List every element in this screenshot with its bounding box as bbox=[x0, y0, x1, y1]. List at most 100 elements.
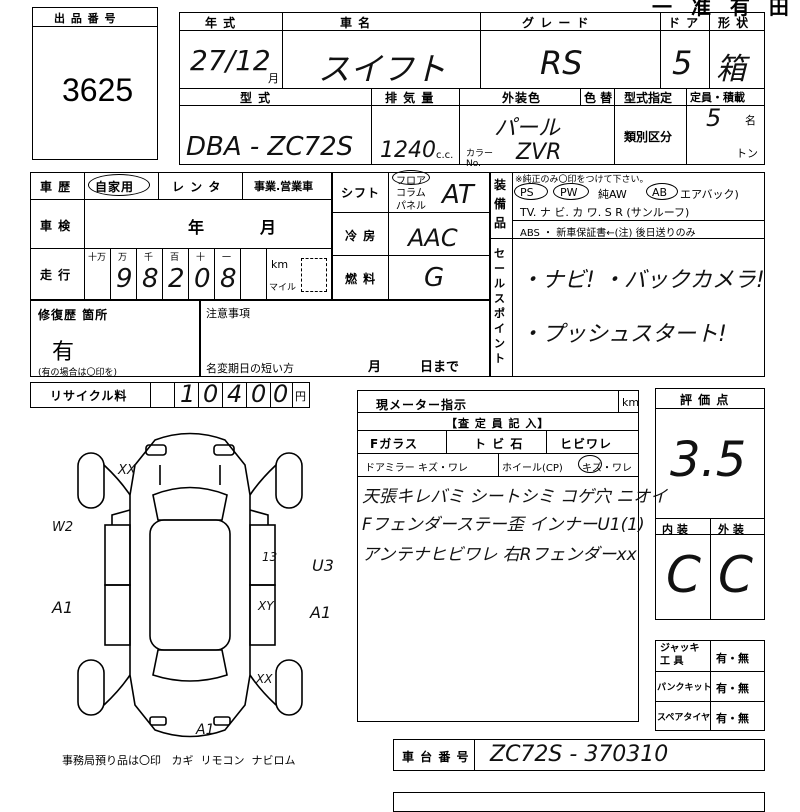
mileage-unit-1: 一 bbox=[222, 253, 232, 263]
inspector-crack: ヒビワレ bbox=[560, 437, 613, 451]
recycle-label: リサイクル料 bbox=[50, 389, 128, 403]
equip-aw: 純AW bbox=[598, 188, 627, 201]
interior-label: 内 装 bbox=[662, 523, 688, 536]
car-name-label: 車 名 bbox=[340, 16, 372, 30]
repair-box bbox=[30, 300, 200, 377]
name-change-day: 日まで bbox=[420, 360, 460, 375]
capacity-persons: 5 bbox=[706, 104, 722, 132]
mileage-digit-2: 9 bbox=[116, 264, 133, 294]
doors-value: 5 bbox=[672, 44, 693, 82]
mileage-digit-5: 0 bbox=[194, 264, 211, 294]
model-label: 型 式 bbox=[240, 91, 272, 105]
shaken-year-unit: 年 bbox=[188, 218, 206, 237]
year-month-suffix: 月 bbox=[268, 72, 279, 85]
model-value: DBA - ZC72S bbox=[186, 132, 354, 162]
equip-pw-circle bbox=[553, 183, 589, 200]
mile-checkbox[interactable] bbox=[301, 258, 327, 292]
car-diagram bbox=[77, 432, 303, 738]
year-label: 年 式 bbox=[205, 16, 237, 30]
mileage-unit-km: km bbox=[271, 258, 289, 271]
displacement-unit: c.c. bbox=[436, 150, 454, 161]
mark-bottom: A1 bbox=[196, 722, 215, 738]
mark-left-lower: A1 bbox=[52, 598, 74, 617]
repair-note: (有の場合は〇印を) bbox=[38, 368, 118, 378]
evaluation-score: 3.5 bbox=[670, 432, 747, 488]
mark-center: 13 bbox=[262, 550, 278, 564]
chassis-box bbox=[393, 739, 765, 771]
color-no-value: ZVR bbox=[516, 140, 562, 165]
equipment-note: ※純正のみ〇印をつけて下さい。 bbox=[515, 175, 649, 185]
recycle-digit-2: 0 bbox=[203, 380, 219, 408]
keys-note: 事務局預り品は〇印 カギ リモコン ナビロム bbox=[62, 754, 296, 767]
fuel-value: G bbox=[424, 263, 445, 293]
year-value: 27/12 bbox=[190, 44, 271, 77]
equip-row2: TV. ナ ビ. カ ワ. S R (サンルーフ) bbox=[520, 206, 690, 219]
chassis-label: 車 台 番 号 bbox=[402, 750, 470, 764]
equip-airbag: エアバック) bbox=[680, 188, 739, 201]
inspector-f-glass: Fガラス bbox=[370, 437, 418, 451]
spare-tire-label: スペアタイヤ bbox=[657, 713, 711, 723]
exterior-label: 外 装 bbox=[718, 523, 744, 536]
sales-point-2: ・プッシュスタート! bbox=[520, 322, 727, 347]
color-no-label: カラー No. bbox=[466, 149, 494, 169]
repair-label: 修復歴 箇所 bbox=[38, 308, 109, 322]
inspector-line-2: Fフェンダーステー歪 インナーU1(1) bbox=[362, 515, 645, 535]
mileage-unit-100: 百 bbox=[170, 253, 180, 263]
inspector-wheel-damage: キズ・ワレ bbox=[582, 463, 632, 474]
chassis-value: ZC72S - 370310 bbox=[490, 742, 669, 767]
shift-selected-circle bbox=[392, 170, 430, 185]
name-change-month: 月 bbox=[368, 360, 383, 375]
exterior-color-label: 外装色 bbox=[502, 91, 542, 105]
inspector-box bbox=[357, 390, 639, 722]
lot-number: 3625 bbox=[62, 72, 134, 108]
inspector-wheel: ホイール(CP) bbox=[502, 463, 563, 474]
mark-top-left: XX bbox=[118, 463, 136, 478]
jack-label: ジャッキ 工 具 bbox=[660, 643, 700, 667]
equip-row3: ABS ・ 新車保証書←(注) 後日送りのみ bbox=[520, 228, 696, 239]
recycle-digit-5: 0 bbox=[273, 380, 289, 408]
fuel-label: 燃 料 bbox=[345, 272, 377, 286]
sales-points-box bbox=[490, 238, 765, 377]
recycle-digit-1: 1 bbox=[180, 380, 196, 408]
repair-value: 有 bbox=[52, 340, 75, 365]
ac-label: 冷 房 bbox=[345, 229, 377, 243]
shift-option-column: コラム bbox=[396, 188, 426, 199]
shape-value: 箱 bbox=[716, 52, 746, 87]
jack-value: 有・無 bbox=[716, 652, 749, 665]
displacement-label: 排 気 量 bbox=[385, 91, 435, 105]
lot-label: 出 品 番 号 bbox=[54, 12, 117, 25]
equip-ps-circle bbox=[514, 183, 548, 200]
model-designation-label: 型式指定 bbox=[624, 91, 673, 105]
meter-unit: km bbox=[622, 396, 640, 409]
notes-box bbox=[200, 300, 490, 377]
shape-label: 形 状 bbox=[718, 16, 750, 30]
notes-label: 注意事項 bbox=[206, 307, 250, 320]
header-title: 一 准 有 田 bbox=[652, 0, 795, 19]
puncture-kit-value: 有・無 bbox=[716, 682, 749, 695]
history-grid bbox=[30, 172, 332, 300]
interior-grade: C bbox=[666, 546, 701, 604]
mileage-digit-4: 2 bbox=[168, 264, 185, 294]
capacity-label: 定員・積載 bbox=[690, 91, 745, 104]
recycle-digit-4: 0 bbox=[251, 380, 267, 408]
class-code-label: 類別区分 bbox=[624, 130, 673, 144]
shaken-month-unit: 月 bbox=[260, 218, 278, 237]
mileage-digit-6: 8 bbox=[220, 264, 237, 294]
mileage-unit-mile: マイル bbox=[269, 283, 297, 293]
mileage-unit-1k: 千 bbox=[144, 253, 154, 263]
recycle-box bbox=[30, 382, 310, 408]
car-name-value: スイフト bbox=[318, 50, 447, 88]
mark-rear: XX bbox=[256, 672, 273, 686]
doors-label: ド ア bbox=[668, 16, 700, 30]
recycle-unit: 円 bbox=[295, 390, 306, 403]
mileage-label: 走 行 bbox=[40, 268, 72, 282]
mark-right-lower: A1 bbox=[310, 603, 332, 622]
inspector-line-1: 天張キレバミ シートシミ コゲ穴 ニオイ bbox=[362, 487, 668, 507]
shaken-label: 車 検 bbox=[40, 219, 72, 233]
sales-point-1: ・ナビ! ・バックカメラ! bbox=[520, 268, 765, 293]
mileage-unit-100k: 十万 bbox=[88, 253, 107, 263]
shift-option-panel: パネル bbox=[396, 201, 426, 212]
exterior-color-value: パール bbox=[494, 116, 561, 141]
mileage-unit-10k: 万 bbox=[118, 253, 128, 263]
mark-left-upper: W2 bbox=[52, 520, 74, 535]
